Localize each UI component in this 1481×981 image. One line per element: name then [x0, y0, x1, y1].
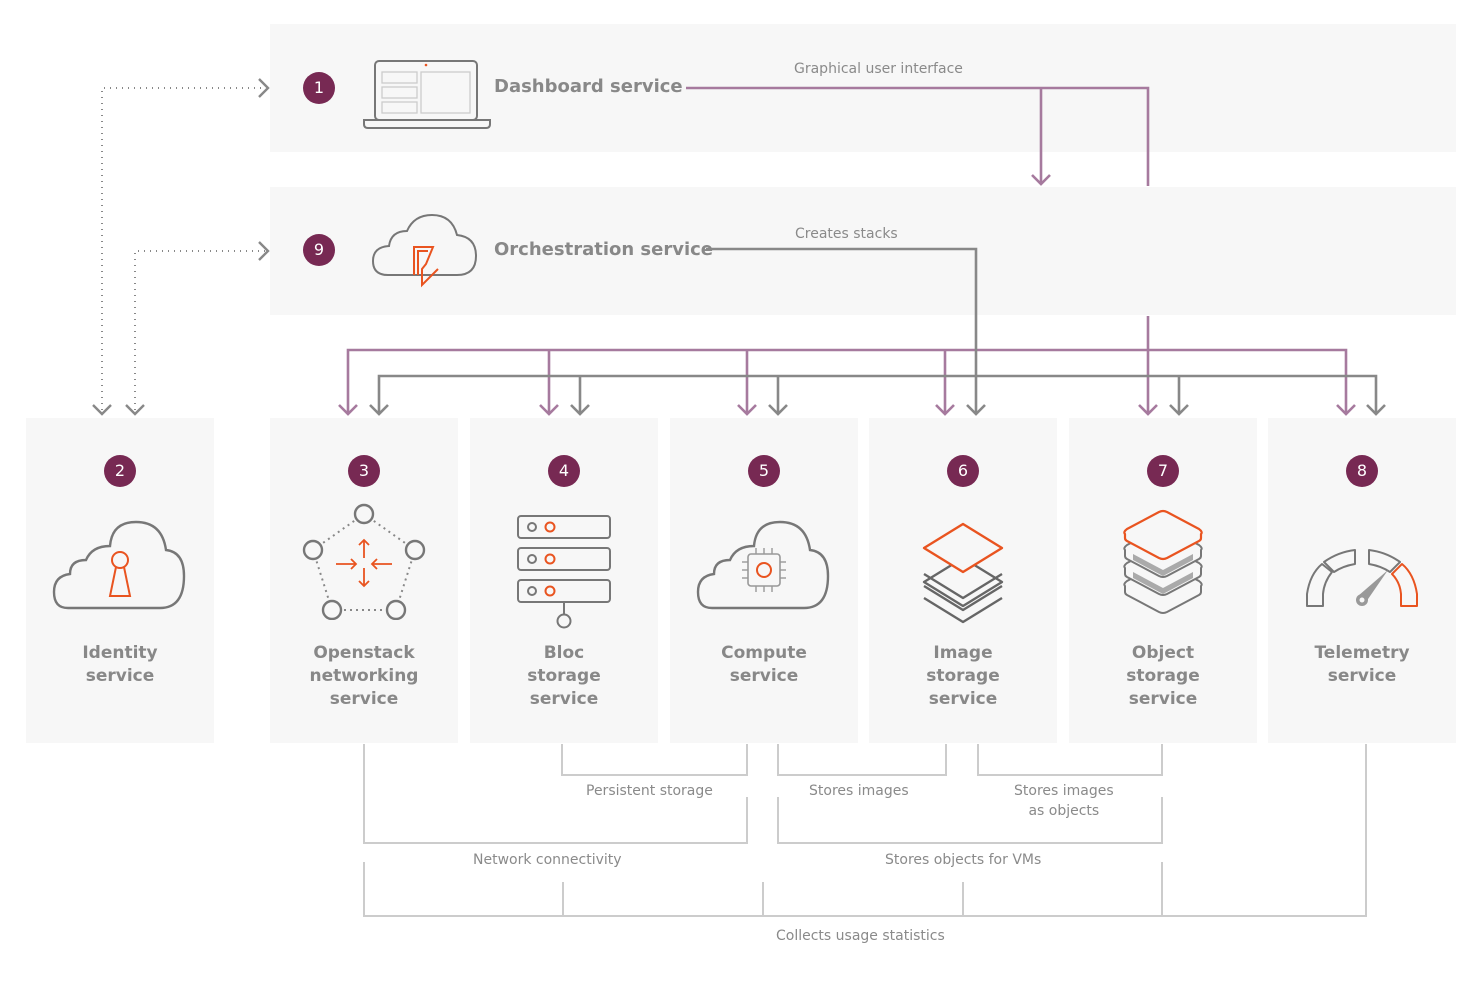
step-badge: 7	[1147, 455, 1179, 487]
network-connectivity-label: Network connectivity	[473, 852, 622, 868]
networking-service-title: Openstack networking service	[270, 642, 458, 711]
compute-service-title: Compute service	[670, 642, 858, 688]
telemetry-service-title: Telemetry service	[1268, 642, 1456, 688]
dashboard-connector	[338, 86, 1356, 416]
title-line: networking	[309, 666, 419, 686]
bottom-connectors	[363, 744, 1367, 917]
stores-images-as-objects-label: Stores images as objects	[1014, 781, 1114, 821]
identity-service-title: Identity service	[26, 642, 214, 688]
server-rack-icon	[517, 515, 611, 629]
identity-arrowheads	[92, 78, 270, 416]
title-line: service	[329, 689, 399, 709]
label-line: as objects	[1028, 803, 1100, 819]
title-line: service	[1128, 689, 1198, 709]
title-line: storage	[926, 666, 1000, 686]
title-line: storage	[1126, 666, 1200, 686]
gauge-icon	[1306, 549, 1418, 607]
title-line: Image	[933, 643, 993, 663]
laptop-icon	[363, 60, 491, 129]
step-badge: 3	[348, 455, 380, 487]
orchestration-connector	[369, 247, 1386, 416]
collects-usage-statistics-label: Collects usage statistics	[776, 928, 945, 944]
object-storage-service-card: 7 Object storage service	[1069, 418, 1257, 743]
title-line: service	[85, 666, 155, 686]
graphical-user-interface-label: Graphical user interface	[794, 61, 963, 77]
title-line: Object	[1131, 643, 1195, 663]
stores-objects-for-vms-label: Stores objects for VMs	[885, 852, 1042, 868]
object-storage-service-title: Object storage service	[1069, 642, 1257, 711]
title-line: service	[729, 666, 799, 686]
stores-images-label: Stores images	[809, 783, 909, 799]
label-line: Stores images	[1014, 783, 1114, 799]
persistent-storage-label: Persistent storage	[586, 783, 713, 799]
title-line: Identity	[82, 643, 158, 663]
orchestration-service-panel: 9 Orchestration service Creates stacks	[270, 187, 1456, 315]
title-line: Telemetry	[1314, 643, 1410, 663]
identity-service-card: 2 Identity service	[26, 418, 214, 743]
stacked-layers-icon	[922, 522, 1004, 624]
bloc-storage-service-card: 4 Bloc storage service	[470, 418, 658, 743]
cloud-keyhole-icon	[52, 520, 186, 610]
stacked-disks-icon	[1123, 509, 1203, 614]
step-badge: 9	[303, 234, 335, 266]
dashboard-service-panel: 1 Dashboard service Graphical user inter…	[270, 24, 1456, 152]
telemetry-service-card: 8 Telemetry service	[1268, 418, 1456, 743]
step-badge: 6	[947, 455, 979, 487]
title-line: Openstack	[313, 643, 415, 663]
network-pentagon-icon	[302, 503, 426, 620]
title-line: Compute	[721, 643, 807, 663]
step-badge: 4	[548, 455, 580, 487]
cloud-flag-icon	[371, 213, 478, 288]
dashboard-service-title: Dashboard service	[494, 76, 683, 97]
identity-dotted-connectors	[101, 87, 266, 410]
title-line: Bloc	[543, 643, 585, 663]
title-line: service	[1327, 666, 1397, 686]
bloc-storage-service-title: Bloc storage service	[470, 642, 658, 711]
image-storage-service-card: 6 Image storage service	[869, 418, 1057, 743]
image-storage-service-title: Image storage service	[869, 642, 1057, 711]
cloud-chip-icon	[696, 520, 830, 610]
title-line: service	[529, 689, 599, 709]
step-badge: 1	[303, 72, 335, 104]
title-line: storage	[527, 666, 601, 686]
orchestration-service-title: Orchestration service	[494, 239, 714, 260]
title-line: service	[928, 689, 998, 709]
creates-stacks-label: Creates stacks	[795, 226, 898, 242]
step-badge: 5	[748, 455, 780, 487]
step-badge: 8	[1346, 455, 1378, 487]
step-badge: 2	[104, 455, 136, 487]
compute-service-card: 5 Compute service	[670, 418, 858, 743]
networking-service-card: 3 Openstack networking service	[270, 418, 458, 743]
